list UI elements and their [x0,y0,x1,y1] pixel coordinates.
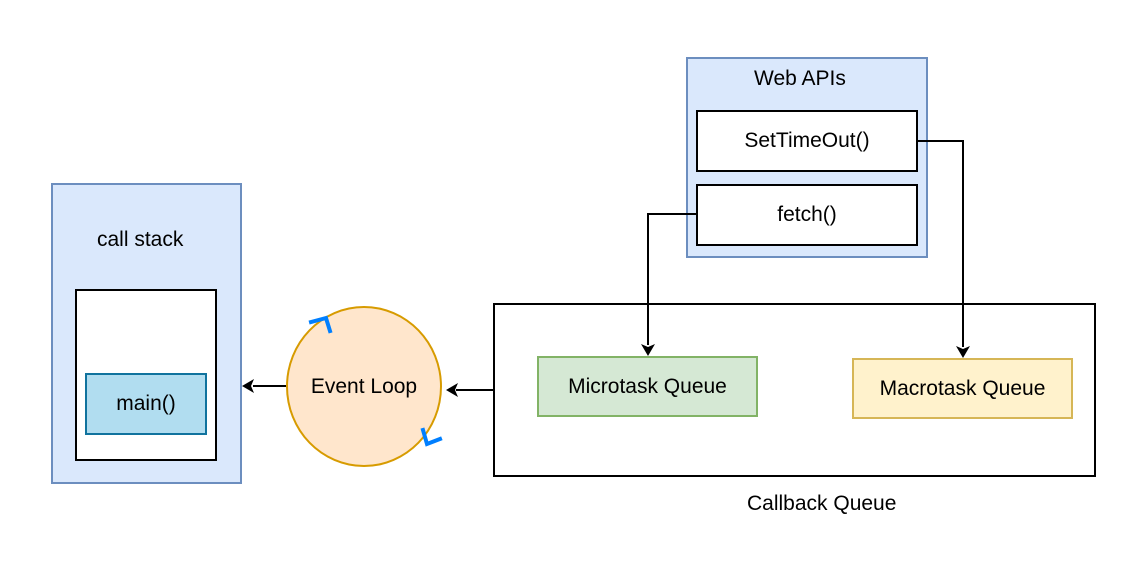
microtask-queue: Microtask Queue [537,356,758,417]
macrotask-queue: Macrotask Queue [852,358,1073,419]
fetch-box: fetch() [696,184,918,246]
main-frame: main() [85,373,207,435]
callback-to-event-loop-arrowhead [446,383,458,397]
web-apis-title: Web APIs [754,67,846,90]
event-loop-circle: Event Loop [286,306,442,467]
callback-queue-label: Callback Queue [747,492,897,515]
event-loop-to-call-stack-arrowhead [242,379,254,393]
call-stack-title: call stack [97,228,184,251]
settimeout-box: SetTimeOut() [696,110,918,172]
